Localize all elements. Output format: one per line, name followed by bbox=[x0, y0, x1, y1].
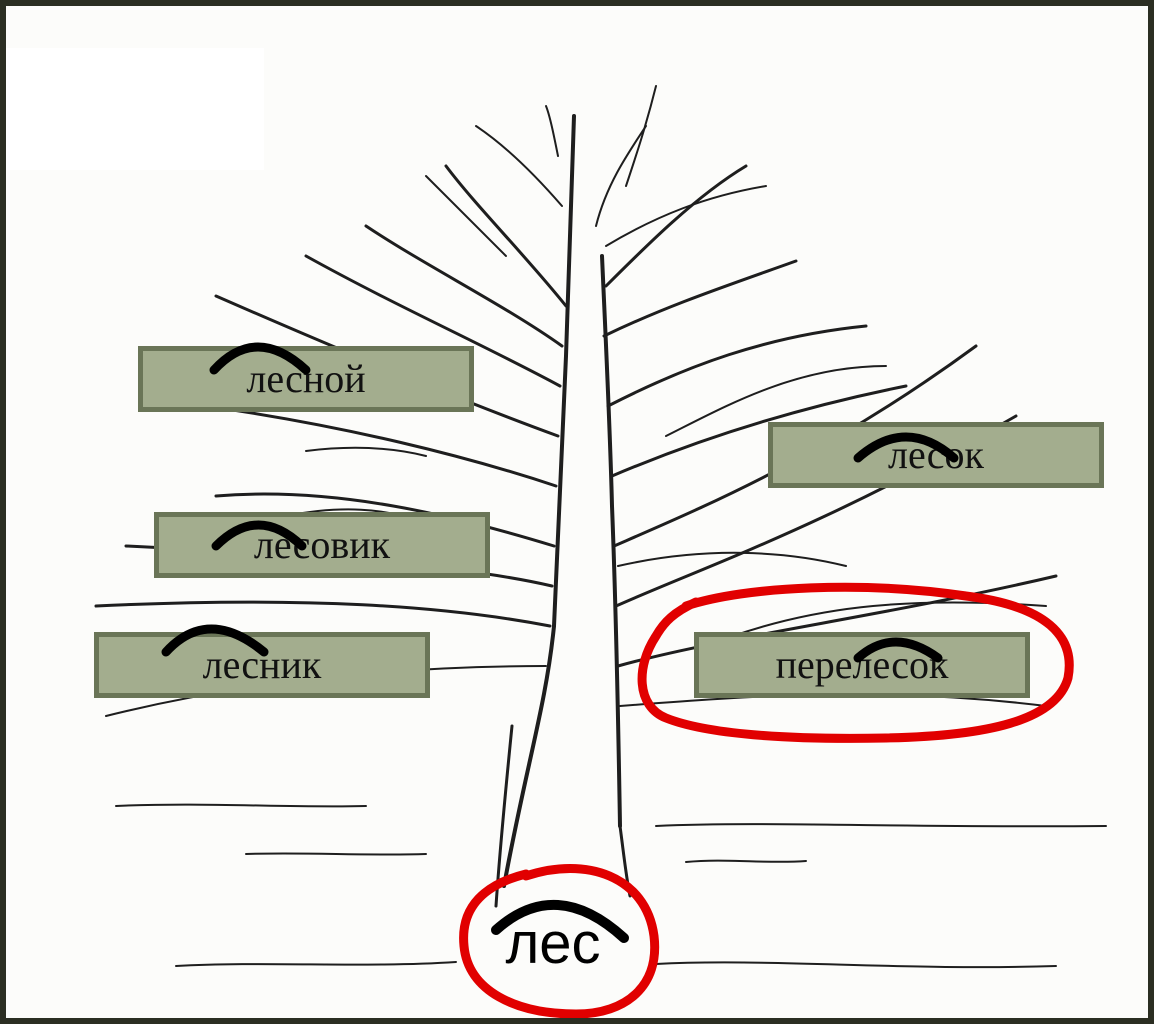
word-lesnik: лесник bbox=[202, 642, 322, 687]
blank-box bbox=[6, 48, 264, 170]
word-pereleesok: перелесок bbox=[775, 642, 949, 687]
slide: лесной лесок лесовик лесник перелесок ле… bbox=[6, 6, 1148, 1018]
word-box-lesnoy: лесной bbox=[138, 346, 474, 412]
word-box-lesnik: лесник bbox=[94, 632, 430, 698]
word-box-lesovik: лесовик bbox=[154, 512, 490, 578]
word-lesovik: лесовик bbox=[253, 522, 391, 567]
word-box-pereleesok: перелесок bbox=[694, 632, 1030, 698]
word-lesok: лесок bbox=[888, 432, 984, 477]
word-box-lesok: лесок bbox=[768, 422, 1104, 488]
word-lesnoy: лесной bbox=[246, 356, 366, 401]
root-word-les: лес bbox=[505, 911, 601, 976]
